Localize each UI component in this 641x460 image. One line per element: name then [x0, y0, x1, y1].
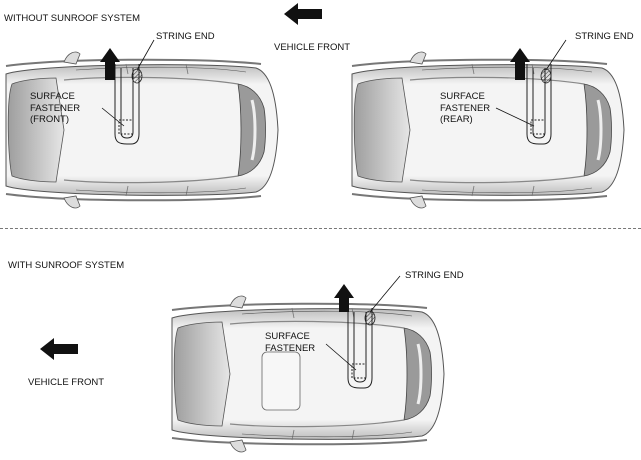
label-line: (REAR)	[440, 114, 473, 125]
surface-fastener-label: SURFACE FASTENER	[265, 331, 315, 354]
label-line: SURFACE	[265, 331, 310, 342]
leader-line	[369, 275, 401, 313]
label-line: SURFACE	[30, 91, 75, 102]
section-title-without-sunroof: WITHOUT SUNROOF SYSTEM	[4, 13, 140, 24]
label-line: (FRONT)	[30, 114, 70, 125]
leader-line	[101, 107, 125, 127]
string-end-marker	[364, 310, 376, 326]
arrow-up-icon	[510, 48, 530, 80]
car-without-sunroof-rear	[350, 39, 626, 210]
car-with-sunroof	[170, 275, 446, 454]
surface-fastener-rear-label: SURFACE FASTENER (REAR)	[440, 91, 490, 126]
sunroof-panel	[261, 351, 301, 411]
vehicle-front-label: VEHICLE FRONT	[28, 377, 105, 388]
leader-line	[495, 107, 535, 127]
leader-line	[136, 39, 155, 71]
string-end-label: STRING END	[156, 31, 215, 42]
leader-line	[545, 39, 567, 71]
arrow-left-icon	[40, 338, 78, 360]
surface-fastener-front-label: SURFACE FASTENER (FRONT)	[30, 91, 80, 126]
label-line: FASTENER	[265, 342, 316, 354]
string-end-label: STRING END	[405, 270, 464, 281]
arrow-left-icon	[284, 3, 322, 25]
vehicle-front-label: VEHICLE FRONT	[274, 42, 351, 53]
label-line: FASTENER	[440, 102, 491, 114]
leader-line	[325, 343, 357, 371]
arrow-up-icon	[334, 284, 354, 312]
arrow-up-icon	[100, 48, 120, 80]
string-end-marker	[131, 68, 143, 84]
car-without-sunroof-front	[4, 39, 280, 210]
string-end-label: STRING END	[575, 31, 634, 42]
label-line: SURFACE	[440, 91, 485, 102]
section-title-with-sunroof: WITH SUNROOF SYSTEM	[8, 260, 125, 271]
label-line: FASTENER	[30, 102, 81, 114]
section-divider	[0, 228, 641, 229]
string-end-marker	[540, 68, 552, 84]
